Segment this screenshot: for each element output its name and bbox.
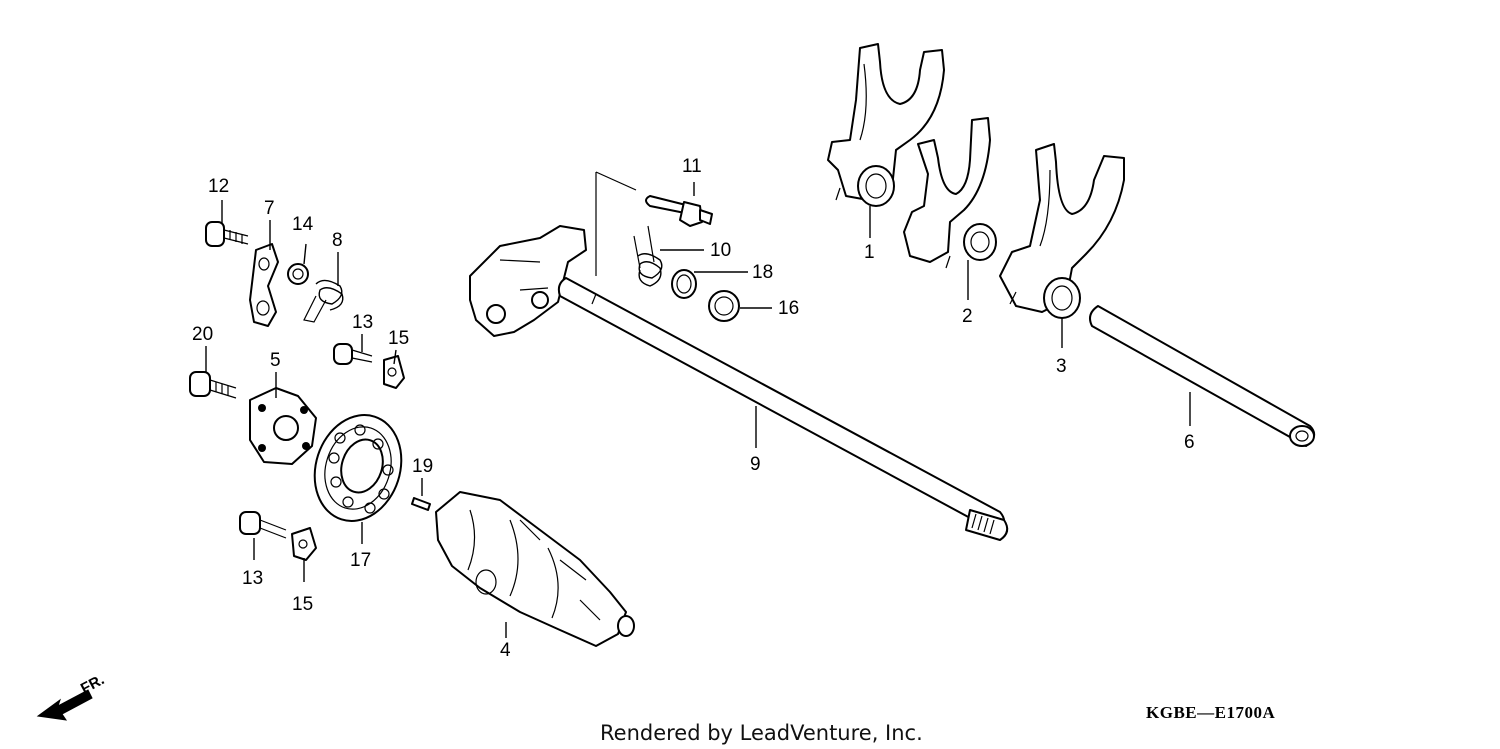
callout-17: 17 bbox=[350, 550, 371, 571]
oil-seal-16[interactable] bbox=[708, 290, 740, 322]
shift-fork-2[interactable] bbox=[903, 117, 997, 269]
callout-15-upper: 15 bbox=[388, 328, 409, 349]
callout-20: 20 bbox=[192, 324, 213, 345]
fork-shaft-6[interactable] bbox=[1089, 305, 1316, 447]
callout-8: 8 bbox=[332, 230, 343, 251]
bolt-11[interactable] bbox=[645, 195, 713, 227]
callout-13-lower: 13 bbox=[242, 568, 263, 589]
callout-15-lower: 15 bbox=[292, 594, 313, 615]
render-credit: Rendered by LeadVenture, Inc. bbox=[600, 721, 923, 745]
callout-16: 16 bbox=[778, 298, 799, 319]
callout-10: 10 bbox=[710, 240, 731, 261]
callout-2: 2 bbox=[962, 306, 973, 327]
callout-18: 18 bbox=[752, 262, 773, 283]
bolt-13-lower[interactable] bbox=[239, 511, 287, 539]
shift-drum-center-5[interactable] bbox=[249, 387, 317, 465]
bolt-13-upper[interactable] bbox=[333, 343, 373, 365]
washer-14[interactable] bbox=[287, 263, 309, 285]
callout-1: 1 bbox=[864, 242, 875, 263]
stopper-spring-8[interactable] bbox=[303, 279, 344, 323]
diagram-code: KGBE—E1700A bbox=[1146, 703, 1275, 722]
shift-fork-1[interactable] bbox=[827, 43, 945, 207]
front-direction-marker: FR. bbox=[36, 671, 107, 721]
front-arrow-icon bbox=[36, 689, 93, 721]
shift-fork-3[interactable] bbox=[999, 143, 1125, 319]
callout-13-upper: 13 bbox=[352, 312, 373, 333]
dowel-pin-19[interactable] bbox=[411, 497, 431, 511]
shift-drum-4[interactable] bbox=[435, 491, 635, 647]
callout-19: 19 bbox=[412, 456, 433, 477]
callout-12: 12 bbox=[208, 176, 229, 197]
bolt-12[interactable] bbox=[205, 221, 249, 247]
gearshift-spindle-9[interactable] bbox=[469, 171, 1009, 541]
callout-7: 7 bbox=[264, 198, 275, 219]
callout-9: 9 bbox=[750, 454, 761, 475]
callout-4: 4 bbox=[500, 640, 511, 661]
bolt-20[interactable] bbox=[189, 371, 237, 399]
callout-6: 6 bbox=[1184, 432, 1195, 453]
stopper-arm-7[interactable] bbox=[249, 243, 279, 327]
leader-lines bbox=[205, 182, 1191, 638]
callout-11: 11 bbox=[682, 156, 702, 177]
bearing-17[interactable] bbox=[301, 404, 414, 533]
plate-15-lower[interactable] bbox=[291, 527, 317, 561]
callout-14: 14 bbox=[292, 214, 314, 235]
callout-5: 5 bbox=[270, 350, 281, 371]
callout-3: 3 bbox=[1056, 356, 1067, 377]
return-spring-10[interactable] bbox=[633, 225, 663, 287]
collar-18[interactable] bbox=[671, 269, 697, 299]
